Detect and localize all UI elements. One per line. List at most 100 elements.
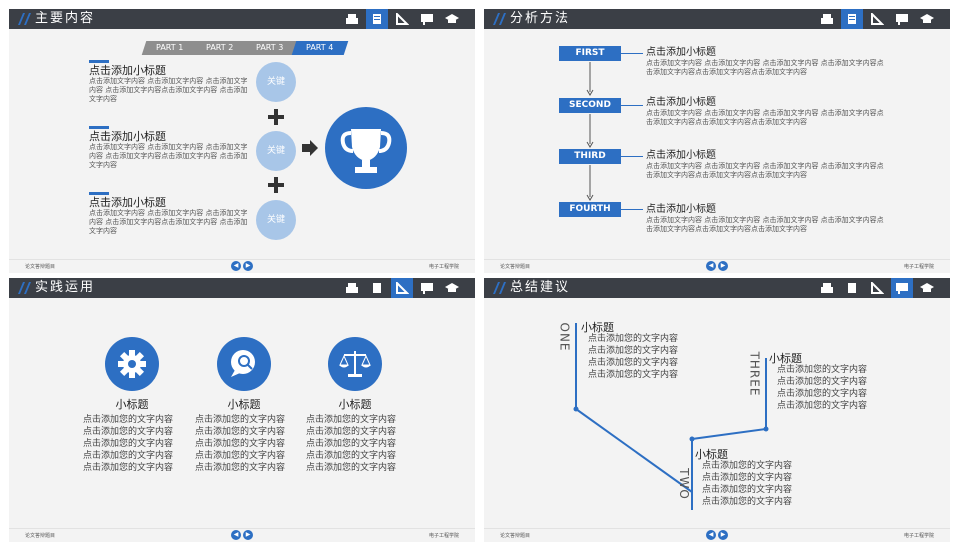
accent-bar — [89, 192, 109, 195]
branch-diagram — [573, 323, 769, 510]
graduation-cap-icon[interactable] — [916, 9, 938, 29]
logo-mark-icon — [18, 282, 31, 294]
card-heading: 小标题 — [115, 398, 149, 411]
header-icon-bar — [338, 9, 463, 29]
step-text: 点击添加文字内容 点击添加文字内容 点击添加文字内容 点击添加文字内容点击添加文… — [646, 109, 884, 126]
tab-part-4[interactable]: PART 4 — [291, 41, 349, 55]
document-list-icon[interactable] — [841, 278, 863, 298]
easel-board-icon[interactable] — [416, 9, 438, 29]
slide-nav: ◀ ▶ — [231, 261, 255, 271]
footer-thesis-title: 论文答辩题目 — [500, 533, 531, 539]
graduation-cap-icon[interactable] — [916, 278, 938, 298]
branch-text: 点击添加您的文字内容 点击添加您的文字内容 点击添加您的文字内容 点击添加您的文… — [777, 365, 868, 411]
footer-school: 电子工程学院 — [903, 533, 934, 539]
slide-analysis-method: 分析方法 FIRST 点击添加小标题 点击添加文字内容 点击添加文字内容 点击添… — [484, 9, 950, 273]
branch-node — [573, 406, 579, 412]
set-square-icon[interactable] — [866, 278, 888, 298]
slide-nav: ◀ ▶ — [706, 261, 730, 271]
slide-footer: 论文答辩题目 ◀ ▶ 电子工程学院 — [9, 528, 475, 542]
step-text: 点击添加文字内容 点击添加文字内容 点击添加文字内容 点击添加文字内容点击添加文… — [646, 216, 884, 233]
header-icon-bar — [813, 278, 938, 298]
branch-line-connector — [691, 428, 767, 440]
prev-slide-button[interactable]: ◀ — [706, 261, 716, 271]
accent-bar — [89, 126, 109, 129]
next-slide-button[interactable]: ▶ — [718, 261, 728, 271]
footer-thesis-title: 论文答辩题目 — [25, 533, 56, 539]
slide-title: 总结建议 — [510, 280, 571, 295]
card-heading: 小标题 — [338, 398, 372, 411]
header-icon-bar — [338, 278, 463, 298]
typewriter-icon[interactable] — [816, 9, 838, 29]
footer-thesis-title: 论文答辩题目 — [25, 264, 56, 270]
typewriter-icon[interactable] — [341, 9, 363, 29]
easel-board-icon[interactable] — [891, 9, 913, 29]
footer-school: 电子工程学院 — [428, 533, 459, 539]
set-square-icon[interactable] — [391, 9, 413, 29]
document-list-icon[interactable] — [366, 9, 388, 29]
branch-heading: 小标题 — [769, 352, 802, 365]
tab-part-2[interactable]: PART 2 — [191, 41, 249, 55]
document-list-icon[interactable] — [366, 278, 388, 298]
prev-slide-button[interactable]: ◀ — [231, 261, 241, 271]
trophy-circle — [325, 107, 407, 189]
document-list-icon[interactable] — [841, 9, 863, 29]
logo-mark-icon — [493, 13, 506, 25]
slide-header: 主要内容 — [9, 9, 475, 29]
slide-footer: 论文答辩题目 ◀ ▶ 电子工程学院 — [484, 259, 950, 273]
connector-line — [621, 53, 643, 54]
gear-icon — [118, 350, 146, 378]
footer-school: 电子工程学院 — [428, 264, 459, 270]
slide-header: 实践运用 — [9, 278, 475, 298]
card-text: 点击添加您的文字内容 点击添加您的文字内容 点击添加您的文字内容 点击添加您的文… — [83, 415, 174, 473]
prev-slide-button[interactable]: ◀ — [231, 530, 241, 540]
graduation-cap-icon[interactable] — [441, 278, 463, 298]
prev-slide-button[interactable]: ◀ — [706, 530, 716, 540]
content-item: 点击添加小标题 点击添加文字内容 点击添加文字内容 点击添加文字内容 点击添加文… — [89, 126, 253, 170]
set-square-icon[interactable] — [866, 9, 888, 29]
content-item: 点击添加小标题 点击添加文字内容 点击添加文字内容 点击添加文字内容 点击添加文… — [89, 60, 253, 104]
scale-circle — [328, 337, 382, 391]
graduation-cap-icon[interactable] — [441, 9, 463, 29]
slide-nav: ◀ ▶ — [231, 530, 255, 540]
slide-footer: 论文答辩题目 ◀ ▶ 电子工程学院 — [484, 528, 950, 542]
branch-line-diagonal — [575, 408, 693, 493]
slide-title: 实践运用 — [35, 280, 96, 295]
step-heading: 点击添加小标题 — [646, 47, 716, 58]
next-slide-button[interactable]: ▶ — [243, 261, 253, 271]
step-text: 点击添加文字内容 点击添加文字内容 点击添加文字内容 点击添加文字内容点击添加文… — [646, 162, 884, 179]
key-circle: 关键 — [256, 200, 296, 240]
branch-label-three: THREE — [747, 351, 762, 397]
tab-part-1[interactable]: PART 1 — [141, 41, 199, 55]
set-square-icon[interactable] — [391, 278, 413, 298]
step-heading: 点击添加小标题 — [646, 150, 716, 161]
header-icon-bar — [813, 9, 938, 29]
branch-node — [689, 436, 695, 442]
typewriter-icon[interactable] — [816, 278, 838, 298]
next-slide-button[interactable]: ▶ — [718, 530, 728, 540]
footer-thesis-title: 论文答辩题目 — [500, 264, 531, 270]
easel-board-icon[interactable] — [891, 278, 913, 298]
slide-footer: 论文答辩题目 ◀ ▶ 电子工程学院 — [9, 259, 475, 273]
item-text: 点击添加文字内容 点击添加文字内容 点击添加文字内容 点击添加文字内容点击添加文… — [89, 209, 248, 235]
item-text: 点击添加文字内容 点击添加文字内容 点击添加文字内容 点击添加文字内容点击添加文… — [89, 77, 248, 103]
step-heading: 点击添加小标题 — [646, 204, 716, 215]
slide-title: 主要内容 — [35, 11, 96, 26]
part-tabs: PART 1 PART 2 PART 3 PART 4 — [141, 41, 349, 55]
step-box-fourth: FOURTH — [559, 202, 621, 217]
branch-heading: 小标题 — [581, 321, 614, 334]
slide-nav: ◀ ▶ — [706, 530, 730, 540]
card-heading: 小标题 — [227, 398, 261, 411]
typewriter-icon[interactable] — [341, 278, 363, 298]
slide-title: 分析方法 — [510, 11, 571, 26]
tab-part-3[interactable]: PART 3 — [241, 41, 299, 55]
branch-text: 点击添加您的文字内容 点击添加您的文字内容 点击添加您的文字内容 点击添加您的文… — [588, 334, 679, 380]
key-circle: 关键 — [256, 131, 296, 171]
branch-text: 点击添加您的文字内容 点击添加您的文字内容 点击添加您的文字内容 点击添加您的文… — [702, 461, 793, 507]
next-slide-button[interactable]: ▶ — [243, 530, 253, 540]
plus-icon — [268, 177, 284, 193]
logo-mark-icon — [493, 282, 506, 294]
easel-board-icon[interactable] — [416, 278, 438, 298]
arrow-down-icon — [586, 62, 594, 96]
step-text: 点击添加文字内容 点击添加文字内容 点击添加文字内容 点击添加文字内容点击添加文… — [646, 59, 884, 76]
item-heading: 点击添加小标题 — [89, 64, 166, 77]
